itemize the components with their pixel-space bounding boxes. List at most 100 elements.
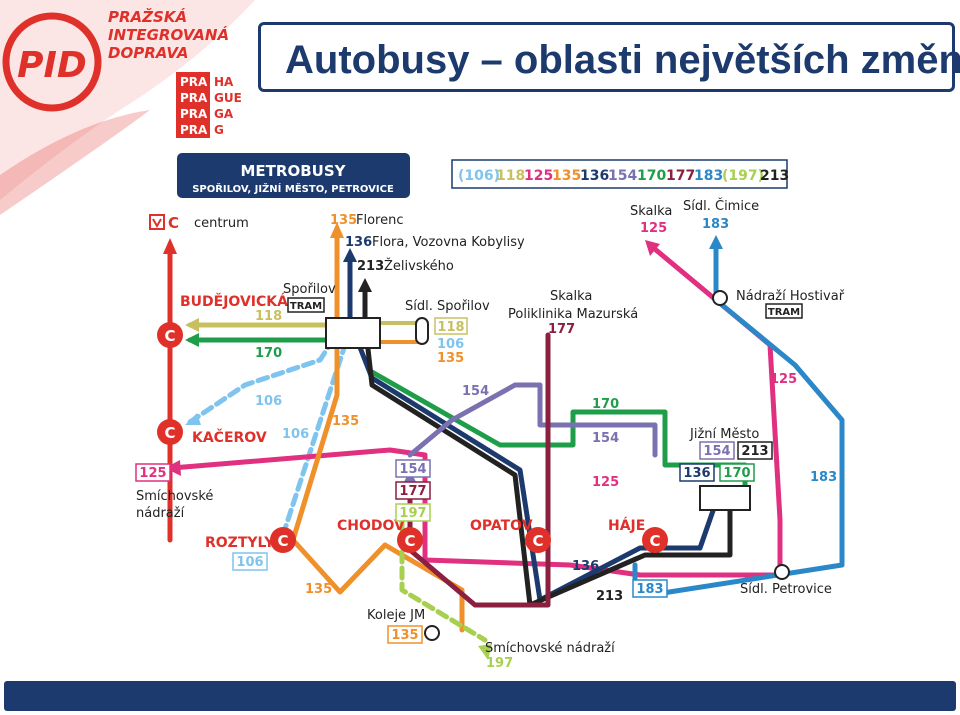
box-154-jm: 154	[703, 444, 730, 459]
label-flora: Flora, Vozovna Kobylisy	[372, 235, 525, 250]
num-125-b: 125	[640, 221, 667, 236]
praha-cell: GUE	[214, 91, 242, 105]
label-roztyly: ROZTYLY	[205, 535, 275, 551]
legend-213: 213	[760, 168, 789, 184]
num-106-c: 106	[437, 337, 464, 352]
label-kacerov: KAČEROV	[192, 428, 267, 446]
label-haje: HÁJE	[608, 517, 645, 534]
metro-c-opatov: C	[525, 527, 551, 553]
praha-cell: PRA	[180, 107, 208, 121]
legend-125: 125	[524, 168, 553, 184]
svg-text:C: C	[164, 327, 175, 345]
legend-154: 154	[608, 168, 637, 184]
centrum-icon: C	[149, 214, 179, 232]
label-chodov: CHODOV	[337, 518, 405, 534]
box-197: 197	[399, 506, 426, 521]
metro-c-stations: C C C C C C	[157, 322, 668, 553]
page-title: Autobusy – oblasti největších změn	[285, 38, 960, 82]
pid-name-line-3: DOPRAVA	[108, 44, 189, 62]
box-183: 183	[636, 582, 663, 597]
box-135: 135	[391, 628, 418, 643]
label-sidl-petrovice: Sídl. Petrovice	[740, 582, 832, 597]
metro-c-chodov: C	[397, 527, 423, 553]
boxed-numbers: 118 125 106 154 177 197 154 213 136 170 …	[135, 317, 773, 671]
label-136-num: 136	[345, 235, 372, 250]
label-smichovske-2: nádraží	[136, 506, 185, 521]
svg-text:C: C	[277, 532, 288, 550]
metrobusy-box: METROBUSY SPOŘILOV, JIŽNÍ MĚSTO, PETROVI…	[177, 153, 410, 198]
praha-cell: G	[214, 123, 224, 137]
num-135-a: 135	[332, 414, 359, 429]
label-nadrazi-hostivar: Nádraží Hostivař	[736, 289, 845, 304]
label-213-num: 213	[357, 259, 384, 274]
num-197-end: 197	[486, 656, 513, 671]
box-118: 118	[437, 320, 464, 335]
centrum-c: C	[168, 214, 179, 232]
route-135	[290, 229, 465, 633]
num-177-a: 177	[548, 322, 575, 337]
num-106-b: 106	[282, 427, 309, 442]
label-jizni-mesto: Jižní Město	[689, 427, 759, 442]
logo-swoosh	[0, 0, 255, 200]
route-177	[407, 332, 551, 608]
label-smichovske-1: Smíchovské	[136, 489, 213, 504]
num-136-a: 136	[572, 559, 599, 574]
label-poliklinika: Poliklinika Mazurská	[508, 307, 638, 322]
label-135-num: 135	[330, 213, 357, 228]
label-florenc: Florenc	[356, 213, 404, 228]
box-177: 177	[399, 484, 426, 499]
praha-cell: HA	[214, 75, 234, 89]
metrobusy-title: METROBUSY	[241, 162, 347, 180]
praha-cell: PRA	[180, 91, 208, 105]
legend-136: 136	[580, 168, 609, 184]
label-skalka-poliklinika: Skalka	[550, 289, 592, 304]
legend-lines: (106) 118 125 135 136 154 170 177 183 (1…	[451, 159, 789, 189]
tram-sporilov: TRAM	[290, 301, 322, 312]
svg-text:C: C	[532, 532, 543, 550]
metro-c-kacerov: C	[157, 419, 183, 445]
num-170-b: 170	[592, 397, 619, 412]
svg-text:C: C	[649, 532, 660, 550]
metro-c-budejovicka: C	[157, 322, 183, 348]
metrobusy-subtitle: SPOŘILOV, JIŽNÍ MĚSTO, PETROVICE	[192, 182, 394, 195]
metro-c-roztyly: C	[270, 527, 296, 553]
num-135-b: 135	[305, 582, 332, 597]
pid-logo-mark: PID	[2, 12, 102, 112]
title-bar	[258, 22, 955, 92]
pid-name-line-1: PRAŽSKÁ	[108, 7, 187, 26]
label-sporilov: Spořilov	[283, 282, 336, 297]
tram-badges: TRAM TRAM	[287, 297, 803, 319]
footer-bar	[4, 681, 956, 711]
num-135-c: 135	[437, 351, 464, 366]
svg-text:C: C	[164, 424, 175, 442]
label-koleje-jm: Koleje JM	[367, 608, 425, 623]
label-skalka: Skalka	[630, 204, 672, 219]
num-170: 170	[255, 346, 282, 361]
legend-177: 177	[666, 168, 695, 184]
num-125-a: 125	[592, 475, 619, 490]
tram-hostivar: TRAM	[768, 307, 800, 318]
label-budejovicka: BUDĚJOVICKÁ	[180, 293, 288, 310]
route-154	[407, 382, 658, 458]
svg-text:C: C	[404, 532, 415, 550]
route-106	[187, 337, 336, 425]
box-213: 213	[741, 444, 768, 459]
terminals	[325, 290, 790, 641]
num-213-a: 213	[596, 589, 623, 604]
label-centrum: centrum	[194, 216, 249, 231]
num-183-b: 183	[810, 470, 837, 485]
box-125: 125	[139, 466, 166, 481]
praha-cell: GA	[214, 107, 234, 121]
legend-106: (106)	[458, 168, 500, 184]
num-154-b: 154	[592, 431, 619, 446]
pid-name-line-2: INTEGROVANÁ	[108, 25, 229, 44]
legend-118: 118	[496, 168, 525, 184]
label-smichovske-s: Smíchovské nádraží	[485, 641, 615, 656]
num-154-a: 154	[462, 384, 489, 399]
legend-135: 135	[552, 168, 581, 184]
num-183-a: 183	[702, 217, 729, 232]
metro-c-haje: C	[642, 527, 668, 553]
label-opatov: OPATOV	[470, 518, 533, 534]
box-154-chodov: 154	[399, 462, 426, 477]
box-106: 106	[236, 555, 263, 570]
